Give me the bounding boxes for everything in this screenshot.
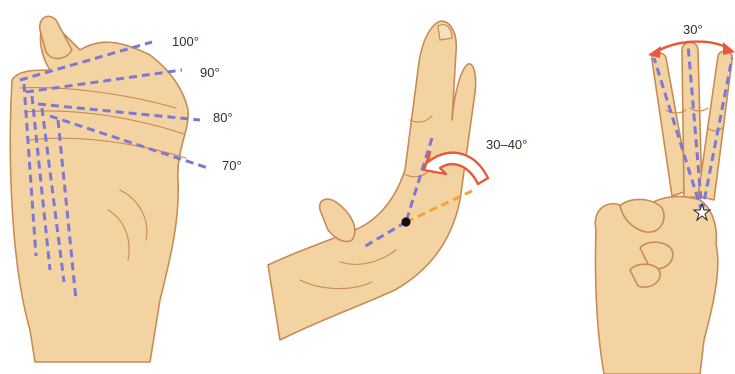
angle-label-extension: 30–40°	[486, 137, 527, 152]
angle-label-70: 70°	[222, 158, 242, 173]
panel-finger-flexion: 100° 90° 80° 70°	[10, 16, 241, 362]
panel-finger-abduction: 30°	[595, 22, 735, 374]
angle-label-80: 80°	[213, 110, 233, 125]
arc-arrowhead-right	[723, 42, 735, 55]
angle-label-90: 90°	[200, 65, 220, 80]
flexed-hand-illustration	[10, 16, 188, 362]
angle-label-100: 100°	[172, 34, 199, 49]
angle-label-abduction: 30°	[683, 22, 703, 37]
joint-pivot-point	[401, 217, 410, 226]
arc-arrowhead-left	[648, 46, 661, 58]
spread-fingers-illustration	[595, 43, 732, 374]
extended-hand-illustration	[268, 21, 476, 340]
panel-finger-extension: 30–40°	[268, 21, 527, 340]
